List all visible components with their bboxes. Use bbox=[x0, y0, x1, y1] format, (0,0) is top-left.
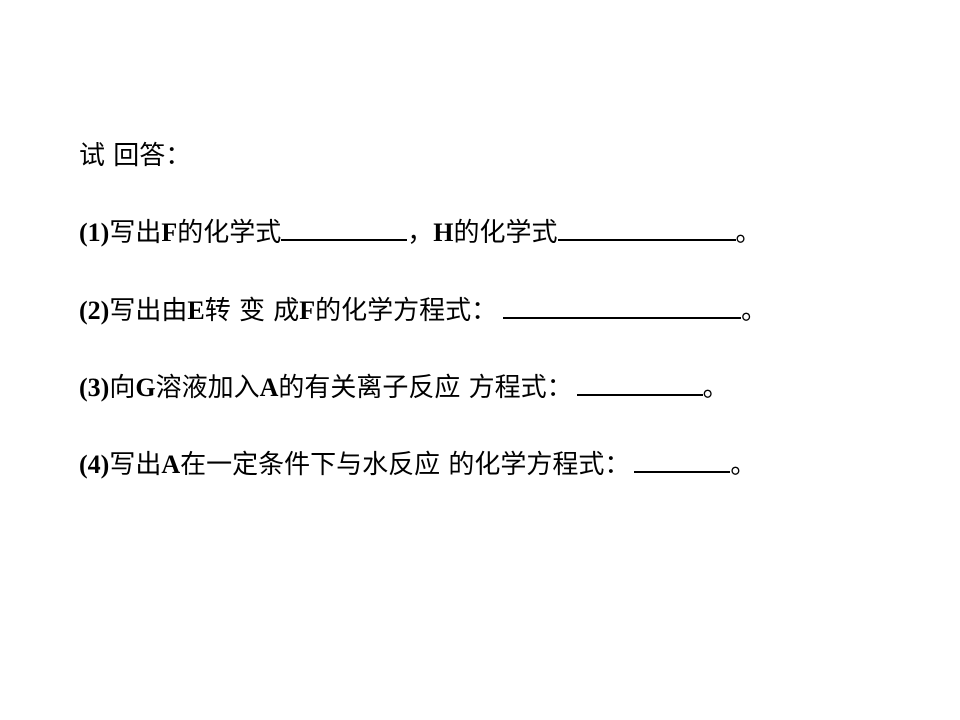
question-2-blank[interactable] bbox=[503, 295, 742, 319]
question-2-text-1: 写出由 bbox=[109, 296, 188, 326]
question-1-symbol-h: H bbox=[433, 218, 454, 247]
question-4-number: (4) bbox=[79, 450, 110, 479]
question-2: (2)写出由E转 变 成F的化学方程式： 。 bbox=[79, 294, 767, 328]
question-2-end: 。 bbox=[741, 296, 768, 326]
question-3-symbol-g: G bbox=[135, 373, 156, 402]
question-3-text-1: 向 bbox=[109, 373, 136, 403]
question-4-text-2: 在一定条件下与水反应 的化学方程式： bbox=[180, 450, 631, 480]
question-2-number: (2) bbox=[79, 296, 110, 325]
question-2-text-2: 转 变 成 bbox=[204, 296, 300, 326]
question-2-text-3: 的化学方程式： bbox=[315, 296, 498, 326]
question-3-end: 。 bbox=[702, 373, 729, 403]
intro-line: 试 回答： bbox=[79, 139, 191, 173]
question-4-end: 。 bbox=[730, 450, 757, 480]
question-1-comma: ， bbox=[407, 218, 434, 248]
question-4-symbol-a: A bbox=[161, 450, 181, 479]
question-1-text-4: 的化学式 bbox=[453, 218, 558, 248]
question-1-blank-h[interactable] bbox=[557, 217, 736, 241]
question-3-blank[interactable] bbox=[576, 372, 703, 396]
question-3-number: (3) bbox=[79, 373, 110, 402]
question-3-text-2: 溶液加入 bbox=[155, 373, 260, 403]
question-4: (4)写出A在一定条件下与水反应 的化学方程式： 。 bbox=[79, 448, 756, 482]
question-4-blank[interactable] bbox=[634, 449, 731, 473]
question-3-text-3: 的有关离子反应 方程式： bbox=[278, 373, 573, 403]
question-1-end: 。 bbox=[735, 218, 762, 248]
intro-text: 试 回答： bbox=[79, 141, 192, 171]
question-1-text-2: 的化学式 bbox=[177, 218, 282, 248]
question-1-blank-f[interactable] bbox=[281, 217, 408, 241]
question-1: (1)写出F的化学式，H的化学式。 bbox=[79, 216, 762, 250]
question-1-number: (1) bbox=[79, 218, 110, 247]
question-2-symbol-e: E bbox=[187, 296, 205, 325]
question-2-symbol-f: F bbox=[299, 296, 316, 325]
question-3: (3)向G溶液加入A的有关离子反应 方程式： 。 bbox=[79, 371, 729, 405]
question-3-symbol-a: A bbox=[259, 373, 279, 402]
question-1-text-1: 写出 bbox=[109, 218, 162, 248]
question-1-symbol-f: F bbox=[161, 218, 178, 247]
question-4-text-1: 写出 bbox=[109, 450, 162, 480]
